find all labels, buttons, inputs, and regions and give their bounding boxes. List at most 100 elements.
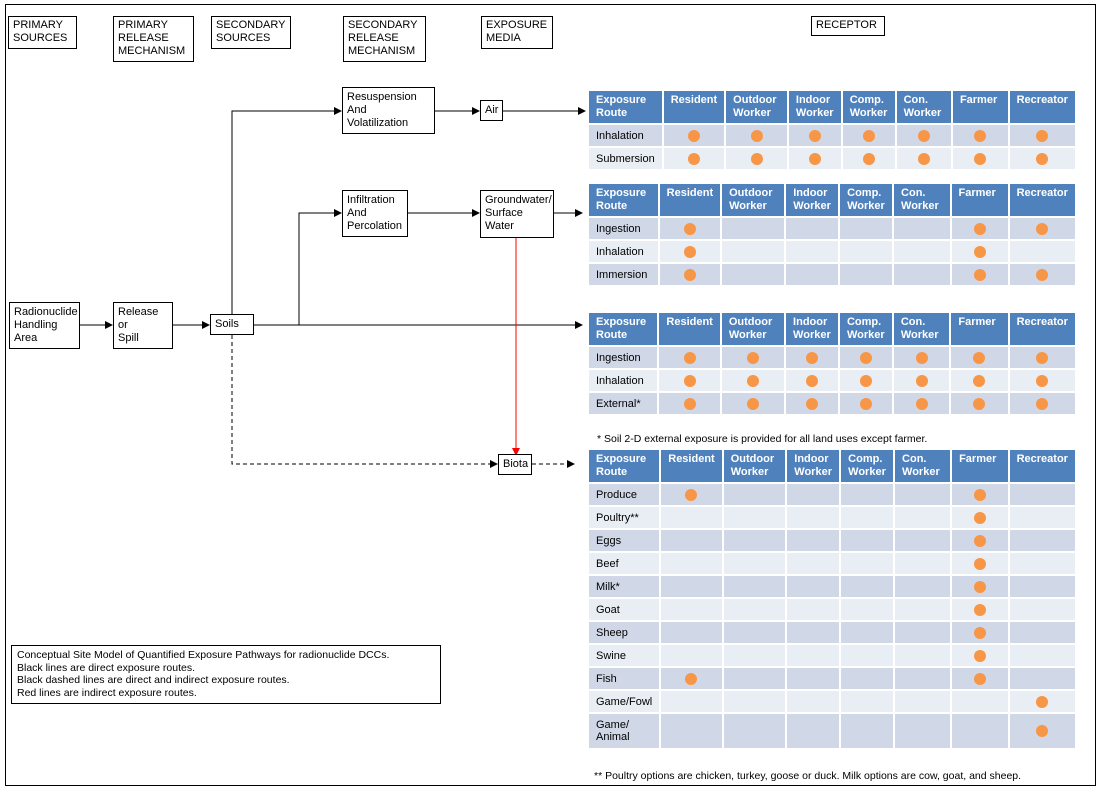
receptor-cell (841, 553, 894, 574)
table-row: Fish (589, 668, 1075, 689)
column-header-receptor: Con. Worker (894, 184, 950, 216)
receptor-cell (839, 370, 892, 391)
receptor-cell (659, 218, 721, 239)
column-header-receptor: Farmer (951, 184, 1008, 216)
receptor-cell (1009, 347, 1075, 368)
soil-footnote: * Soil 2-D external exposure is provided… (597, 433, 928, 445)
receptor-cell (839, 393, 892, 414)
receptor-cell (721, 347, 785, 368)
exposure-route-label: Immersion (589, 264, 658, 285)
column-header-receptor: Comp. Worker (841, 450, 894, 482)
receptor-cell (895, 714, 951, 748)
pathway-marker (973, 672, 986, 685)
pathway-marker (859, 374, 872, 387)
exposure-route-label: Eggs (589, 530, 660, 551)
table-row: Sheep (589, 622, 1075, 643)
header-secondary-release-mechanism: SECONDARY RELEASE MECHANISM (343, 16, 426, 62)
node-resuspension: Resuspension And Volatilization (342, 87, 435, 134)
receptor-cell (1009, 599, 1075, 620)
receptor-cell (723, 691, 786, 712)
pathway-marker (974, 152, 987, 165)
column-header-receptor: Outdoor Worker (721, 313, 785, 345)
receptor-cell (723, 484, 786, 505)
receptor-cell (661, 507, 722, 528)
pathway-marker (862, 152, 875, 165)
pathway-marker (973, 222, 986, 235)
column-header-receptor: Recreator (1009, 450, 1075, 482)
pathway-marker (973, 603, 986, 616)
dashed-soils-to-biota (231, 335, 498, 468)
receptor-cell (952, 576, 1008, 597)
receptor-cell (788, 148, 841, 169)
exposure-route-label: Fish (589, 668, 660, 689)
pathway-marker (685, 672, 698, 685)
receptor-cell (951, 264, 1008, 285)
receptor-cell (841, 530, 894, 551)
receptor-cell (841, 645, 894, 666)
pathway-marker (915, 374, 928, 387)
receptor-cell (721, 393, 785, 414)
column-header-exposure-route: Exposure Route (589, 184, 658, 216)
receptor-cell (895, 576, 951, 597)
receptor-cell (787, 484, 840, 505)
receptor-cell (893, 370, 950, 391)
arrow-soils-to-resuspension (231, 107, 342, 314)
table-row: Inhalation (589, 241, 1075, 262)
receptor-cell (661, 714, 722, 748)
pathway-marker (973, 534, 986, 547)
receptor-cell (952, 125, 1008, 146)
pathway-marker (806, 374, 818, 387)
receptor-cell (721, 370, 785, 391)
receptor-cell (894, 218, 950, 239)
receptor-cell (661, 668, 722, 689)
pathway-marker (1036, 152, 1049, 165)
receptor-cell (895, 645, 951, 666)
table-row: Beef (589, 553, 1075, 574)
receptor-cell (952, 645, 1008, 666)
table-row: Milk* (589, 576, 1075, 597)
table-row: Produce (589, 484, 1075, 505)
receptor-cell (841, 599, 894, 620)
receptor-cell (661, 599, 722, 620)
column-header-receptor: Indoor Worker (788, 91, 841, 123)
exposure-route-label: External* (589, 393, 658, 414)
pathway-marker (746, 351, 759, 364)
receptor-cell (896, 148, 951, 169)
receptor-cell (842, 125, 895, 146)
receptor-cell (1009, 530, 1075, 551)
exposure-route-label: Produce (589, 484, 660, 505)
exposure-route-label: Submersion (589, 148, 662, 169)
receptor-cell (841, 714, 894, 748)
legend-box: Conceptual Site Model of Quantified Expo… (11, 645, 441, 704)
receptor-cell (723, 530, 786, 551)
receptor-cell (661, 645, 722, 666)
column-header-receptor: Resident (659, 313, 720, 345)
receptor-cell (723, 668, 786, 689)
receptor-cell (786, 264, 839, 285)
column-header-receptor: Outdoor Worker (726, 91, 787, 123)
column-header-exposure-route: Exposure Route (589, 91, 662, 123)
receptor-cell (661, 691, 722, 712)
receptor-cell (661, 622, 722, 643)
receptor-cell (787, 691, 840, 712)
pathway-marker (1036, 222, 1049, 235)
receptor-cell (786, 347, 838, 368)
header-secondary-sources: SECONDARY SOURCES (211, 16, 291, 49)
receptor-cell (787, 622, 840, 643)
node-biota: Biota (498, 454, 532, 475)
pathway-marker (808, 152, 821, 165)
table-row: Game/ Animal (589, 714, 1075, 748)
receptor-cell (723, 714, 786, 748)
pathway-marker (973, 245, 986, 258)
receptor-cell (840, 218, 893, 239)
receptor-cell (895, 530, 951, 551)
receptor-cell (723, 645, 786, 666)
receptor-cell (1009, 622, 1075, 643)
pathway-marker (917, 152, 930, 165)
column-header-receptor: Farmer (951, 313, 1008, 345)
column-header-receptor: Resident (661, 450, 722, 482)
legend-red-lines: Red lines are indirect exposure routes. (17, 686, 197, 699)
exposure-route-label: Inhalation (589, 125, 662, 146)
column-header-receptor: Indoor Worker (786, 313, 838, 345)
